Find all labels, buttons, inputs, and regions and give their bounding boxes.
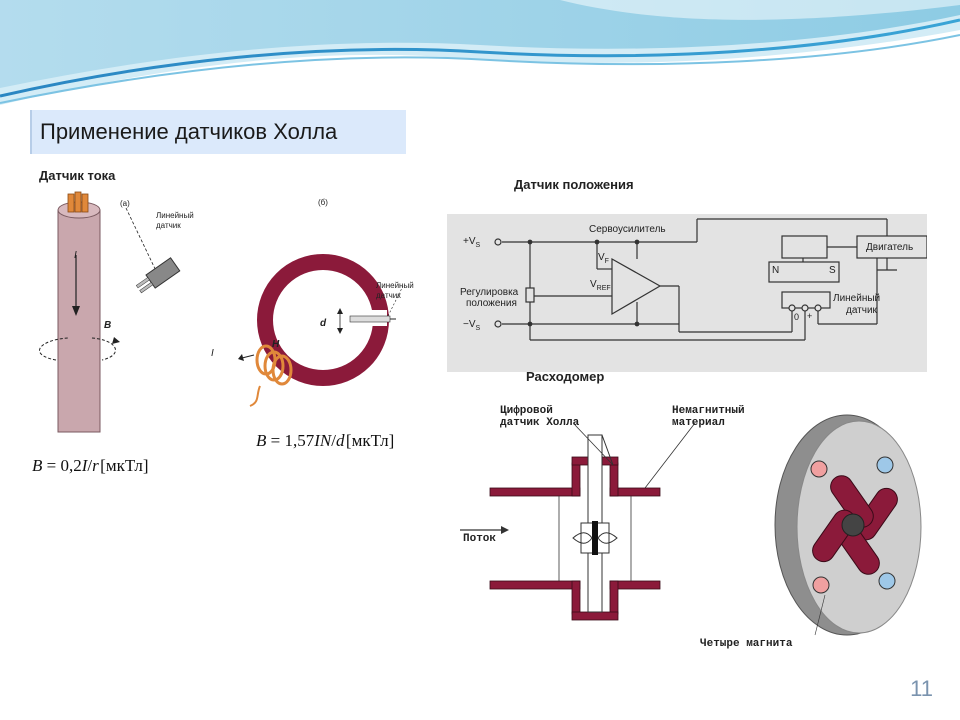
label-a: (а) (120, 199, 130, 208)
current-label: I (74, 250, 77, 261)
page-number: 11 (910, 676, 933, 701)
current-sensor-heading: Датчик тока (39, 168, 116, 183)
linear-sensor-label-a-2: датчик (156, 221, 181, 230)
four-magnets-label: Четыре магнита (700, 638, 793, 650)
pin-plus-label: + (807, 311, 813, 321)
pole-n-label: N (772, 265, 780, 276)
field-b-label: B (104, 320, 112, 331)
label-b: (б) (318, 198, 328, 207)
vs-plus-label: +VS (463, 236, 481, 249)
current-label-b: I (211, 348, 214, 359)
formula-straight: B = 0,2I/r [мкТл] (32, 456, 149, 475)
gap-d-label: d (320, 318, 327, 329)
slide-title: Применение датчиков Холла (40, 119, 338, 144)
position-sensor-schematic (447, 214, 928, 372)
vref-label: VREF (590, 279, 611, 292)
pin-0-label: 0 (794, 312, 800, 322)
header-wave (0, 0, 960, 105)
position-adjust-label-2: положения (466, 298, 517, 309)
current-sensor-illustration (39, 191, 404, 433)
nonmagnetic-label-1: Немагнитный (672, 405, 745, 417)
vf-label: VF (598, 252, 609, 265)
field-h-label: H (272, 339, 280, 350)
motor-label: Двигатель (866, 242, 914, 253)
position-sensor-heading: Датчик положения (514, 177, 634, 192)
flowmeter-illustration (460, 414, 922, 636)
linear-sensor-label-b-2: датчик (376, 291, 401, 300)
position-adjust-label-1: Регулировка (460, 287, 519, 298)
nonmagnetic-label-2: материал (672, 417, 725, 429)
linear-sensor-label-1: Линейный (833, 293, 881, 304)
flow-label: Поток (463, 533, 497, 545)
digital-hall-label-2: датчик Холла (500, 417, 580, 429)
digital-hall-label-1: Цифровой (500, 405, 553, 417)
title-box (30, 110, 406, 154)
linear-sensor-label-a-1: Линейный (156, 211, 194, 220)
formula-toroid: B = 1,57IN/d [мкТл] (256, 431, 395, 450)
linear-sensor-label-2: датчик (846, 305, 877, 316)
linear-sensor-label-b-1: Линейный (376, 281, 414, 290)
pole-s-label: S (829, 265, 836, 276)
vs-minus-label: −VS (463, 319, 481, 332)
flowmeter-heading: Расходомер (526, 369, 605, 384)
servo-amp-label: Сервоусилитель (589, 224, 666, 235)
